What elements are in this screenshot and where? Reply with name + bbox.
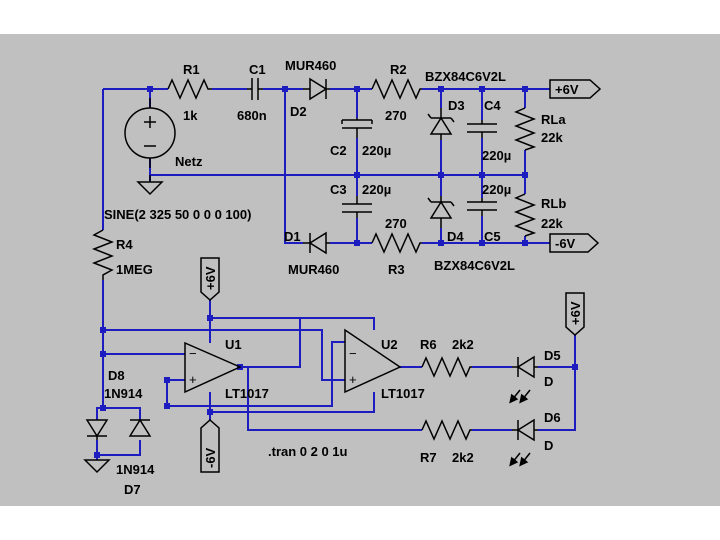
r6-name: R6 (420, 337, 437, 352)
svg-text:+: + (189, 372, 197, 387)
c4-capacitor[interactable] (467, 120, 497, 138)
d7-model: 1N914 (116, 462, 155, 477)
c1-name: C1 (249, 62, 266, 77)
c5-capacitor[interactable] (467, 198, 497, 216)
c3-name: C3 (330, 182, 347, 197)
c1-capacitor[interactable] (247, 78, 263, 100)
d5-led[interactable] (509, 355, 538, 404)
d4-name: D4 (447, 229, 464, 244)
d2-model: MUR460 (285, 58, 336, 73)
d1-model: MUR460 (288, 262, 339, 277)
c5-name: C5 (484, 229, 501, 244)
d7-diode[interactable] (85, 419, 109, 440)
r4-resistor[interactable] (91, 229, 115, 280)
d2-diode[interactable] (303, 77, 330, 101)
c1-value: 680n (237, 108, 267, 123)
d8-model: 1N914 (104, 386, 143, 401)
svg-text:+: + (349, 372, 357, 387)
rla-resistor[interactable] (513, 107, 537, 151)
r6-resistor[interactable] (421, 356, 472, 378)
r1-resistor[interactable] (167, 78, 212, 100)
r4-value: 1MEG (116, 262, 153, 277)
rla-value: 22k (541, 130, 563, 145)
r2-value: 270 (385, 108, 407, 123)
d5-model: D (544, 374, 553, 389)
d3-model: BZX84C6V2L (425, 69, 506, 84)
ground-symbol-source (136, 175, 164, 196)
d2-name: D2 (290, 104, 307, 119)
d5-name: D5 (544, 348, 561, 363)
d6-name: D6 (544, 410, 561, 425)
rlb-resistor[interactable] (513, 193, 537, 237)
r1-value: 1k (183, 108, 198, 123)
net-flag-pos-out[interactable] (549, 79, 602, 99)
u2-opamp[interactable]: − + (344, 328, 402, 394)
d6-led[interactable] (509, 418, 538, 467)
c5-value: 220µ (482, 182, 511, 197)
rlb-name: RLb (541, 196, 566, 211)
svg-text:−: − (349, 346, 357, 361)
c4-name: C4 (484, 98, 501, 113)
d1-diode[interactable] (303, 231, 330, 255)
junctions (94, 86, 578, 458)
u2-name: U2 (381, 337, 398, 352)
svg-text:−: − (189, 346, 197, 361)
c3-value: 220µ (362, 182, 391, 197)
net-flag-u1-pos[interactable] (200, 257, 220, 302)
netz-voltage-source[interactable] (124, 98, 176, 168)
net-label-led-supply: +6V (568, 301, 583, 325)
netz-value: SINE(2 325 50 0 0 0 100) (104, 207, 251, 222)
d3-zener[interactable] (427, 108, 455, 140)
d8-name: D8 (108, 368, 125, 383)
d4-zener[interactable] (427, 196, 455, 228)
r7-value: 2k2 (452, 450, 474, 465)
rla-name: RLa (541, 112, 566, 127)
net-label-neg-out: -6V (555, 236, 576, 251)
c2-capacitor[interactable] (341, 118, 373, 138)
d7-name: D7 (124, 482, 141, 497)
r4-name: R4 (116, 237, 133, 252)
r2-resistor[interactable] (371, 78, 422, 100)
r7-name: R7 (420, 450, 437, 465)
c2-value: 220µ (362, 143, 391, 158)
r6-value: 2k2 (452, 337, 474, 352)
c3-capacitor[interactable] (342, 196, 372, 218)
ground-symbol-diodes (83, 459, 111, 474)
schematic-background (0, 34, 720, 506)
r7-resistor[interactable] (421, 419, 472, 441)
r3-value: 270 (385, 216, 407, 231)
u1-model: LT1017 (225, 386, 269, 401)
c2-name: C2 (330, 143, 347, 158)
r3-name: R3 (388, 262, 405, 277)
d1-name: D1 (284, 229, 301, 244)
u1-opamp[interactable]: − + (184, 341, 242, 394)
c4-value: 220µ (482, 148, 511, 163)
d6-model: D (544, 438, 553, 453)
d8-diode[interactable] (128, 418, 152, 437)
r3-resistor[interactable] (371, 232, 422, 254)
net-flag-led-supply[interactable] (565, 292, 585, 337)
d3-name: D3 (448, 98, 465, 113)
r1-name: R1 (183, 62, 200, 77)
rlb-value: 22k (541, 216, 563, 231)
net-label-u1-neg: -6V (203, 447, 218, 468)
tran-directive[interactable]: .tran 0 2 0 1u (268, 444, 348, 459)
d4-model: BZX84C6V2L (434, 258, 515, 273)
netz-name: Netz (175, 154, 203, 169)
r2-name: R2 (390, 62, 407, 77)
net-flag-neg-out[interactable] (549, 233, 600, 253)
net-flag-u1-neg[interactable] (200, 418, 220, 473)
u1-name: U1 (225, 337, 242, 352)
u2-model: LT1017 (381, 386, 425, 401)
net-label-pos-out: +6V (555, 82, 579, 97)
net-label-u1-pos: +6V (203, 266, 218, 290)
